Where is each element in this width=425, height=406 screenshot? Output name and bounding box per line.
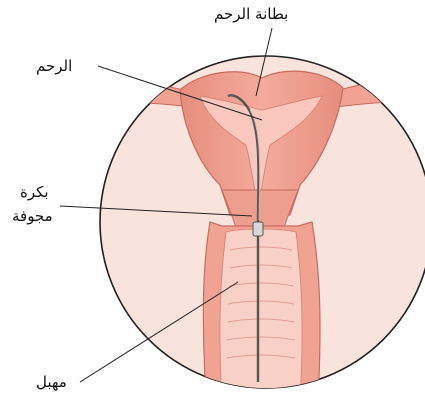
- label-uterus: الرحم: [36, 56, 72, 76]
- label-endometrium: بطانة الرحم: [214, 4, 288, 24]
- vaginal-inner-wall: [220, 229, 302, 402]
- label-vagina: مهبل: [36, 372, 67, 392]
- hollow-spool: [253, 222, 263, 236]
- label-hollow-spool-line1: بكرة: [20, 182, 49, 202]
- label-hollow-spool-line2: مجوفة: [12, 206, 53, 226]
